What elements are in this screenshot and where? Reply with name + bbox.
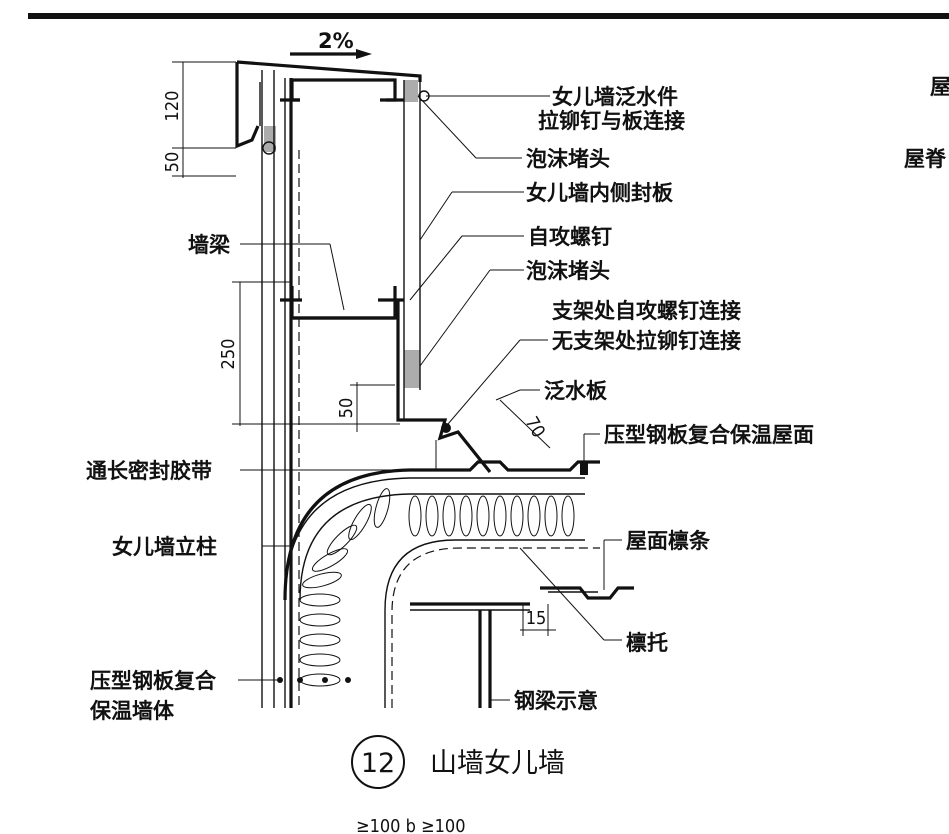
label-wall-panel-line1: 压型钢板复合 xyxy=(90,669,217,693)
label-parapet-flashing: 女儿墙泛水件 xyxy=(552,85,678,109)
dim-50-top: 50 xyxy=(162,152,183,173)
dimension-texts: 2% 120 50 250 50 70 15 ≥100 b ≥100 xyxy=(162,29,549,834)
dimension-lines xyxy=(172,61,556,636)
purlin-support xyxy=(410,602,530,708)
label-right-cut-1: 屋 xyxy=(930,75,949,99)
detail-number-circle xyxy=(351,735,405,789)
label-foam-plug-top: 泡沫堵头 xyxy=(526,147,610,171)
roof-insulation xyxy=(283,460,600,708)
label-parapet-column: 女儿墙立柱 xyxy=(112,535,217,559)
flashing-board xyxy=(396,300,492,473)
dim-50-mid: 50 xyxy=(336,398,357,419)
dim-15: 15 xyxy=(526,608,547,629)
detail-name: 山墙女儿墙 xyxy=(430,748,565,779)
label-self-tap-screw: 自攻螺钉 xyxy=(528,225,612,249)
bottom-dimension-text: ≥100 b ≥100 xyxy=(356,816,466,834)
label-bracket-screw: 支架处自攻螺钉连接 xyxy=(552,299,741,323)
parapet-cap-flashing xyxy=(235,60,430,155)
detail-title: 12 山墙女儿墙 xyxy=(351,735,565,789)
dim-70: 70 xyxy=(521,413,549,441)
label-no-bracket-rivet: 无支架处拉铆钉连接 xyxy=(552,329,741,353)
middle-wall-beam xyxy=(280,286,404,320)
label-rivet-to-panel: 拉铆钉与板连接 xyxy=(538,109,685,133)
leader-lines xyxy=(238,95,622,701)
label-foam-plug-mid: 泡沫堵头 xyxy=(526,259,610,283)
dim-120: 120 xyxy=(162,91,183,122)
label-sealant-tape: 通长密封胶带 xyxy=(86,459,212,483)
labels: 女儿墙泛水件 拉铆钉与板连接 泡沫堵头 女儿墙内侧封板 自攻螺钉 泡沫堵头 支架… xyxy=(86,75,949,723)
wall-panel-dots xyxy=(277,677,351,683)
roof-purlin xyxy=(540,586,634,600)
label-roof-purlin: 屋面檩条 xyxy=(626,529,711,553)
slope-arrow xyxy=(290,49,372,59)
label-inner-cover: 女儿墙内侧封板 xyxy=(526,181,674,205)
label-right-cut-2: 屋脊 xyxy=(904,147,947,171)
label-steel-beam: 钢梁示意 xyxy=(514,689,598,713)
dim-slope: 2% xyxy=(318,29,354,53)
dim-250: 250 xyxy=(218,339,239,370)
foam-plug-mid xyxy=(404,350,420,388)
label-wall-beam: 墙梁 xyxy=(188,233,231,257)
label-flashing-board: 泛水板 xyxy=(544,379,608,403)
wall-lines xyxy=(261,70,421,708)
detail-number: 12 xyxy=(361,748,395,779)
label-purlin-support: 檩托 xyxy=(626,631,668,655)
label-wall-panel-line2: 保温墙体 xyxy=(89,699,175,723)
top-wall-beam xyxy=(280,78,418,102)
label-roof-panel: 压型钢板复合保温屋面 xyxy=(604,423,814,447)
